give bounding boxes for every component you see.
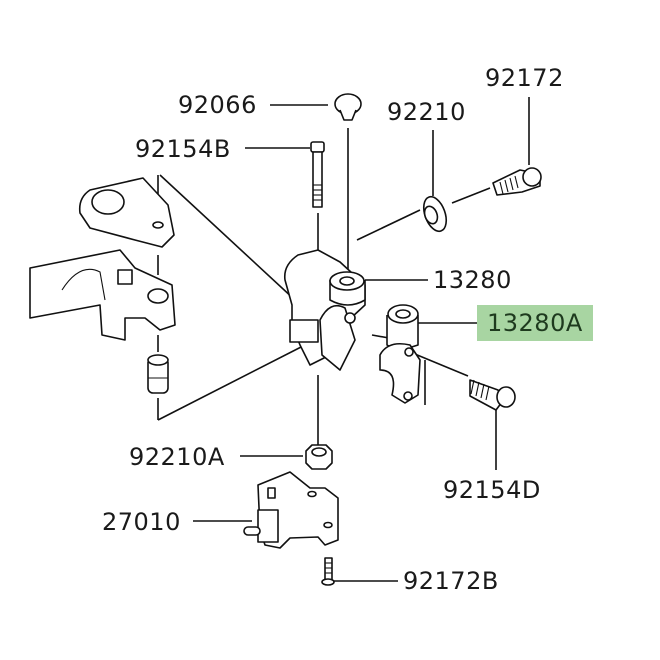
- part-label-92172B[interactable]: 92172B: [403, 567, 499, 595]
- part-label-92210A[interactable]: 92210A: [129, 443, 225, 471]
- part-label-13280A[interactable]: 13280A: [477, 305, 593, 341]
- nut-icon: [305, 444, 333, 470]
- part-label-92154D[interactable]: 92154D: [443, 476, 541, 504]
- screw-icon: [492, 167, 542, 196]
- cap-icon: [334, 93, 362, 121]
- leader-lines: [157, 97, 530, 582]
- part-label-92210[interactable]: 92210: [387, 98, 466, 126]
- part-label-92066[interactable]: 92066: [178, 91, 257, 119]
- bolt-icon: [469, 379, 516, 411]
- lever-bracket-icon: [78, 177, 175, 248]
- pivot-collar-icon: [147, 354, 169, 394]
- part-label-27010[interactable]: 27010: [102, 508, 181, 536]
- part-label-92172[interactable]: 92172: [485, 64, 564, 92]
- switch-icon: [243, 471, 339, 549]
- screw-icon: [321, 557, 335, 586]
- lever-icon: [29, 249, 176, 341]
- holder-icon: [283, 249, 366, 371]
- part-label-13280[interactable]: 13280: [433, 266, 512, 294]
- part-label-92154B[interactable]: 92154B: [135, 135, 231, 163]
- clamp-icon: [379, 304, 421, 404]
- bolt-icon: [310, 141, 325, 208]
- washer-icon: [422, 195, 448, 233]
